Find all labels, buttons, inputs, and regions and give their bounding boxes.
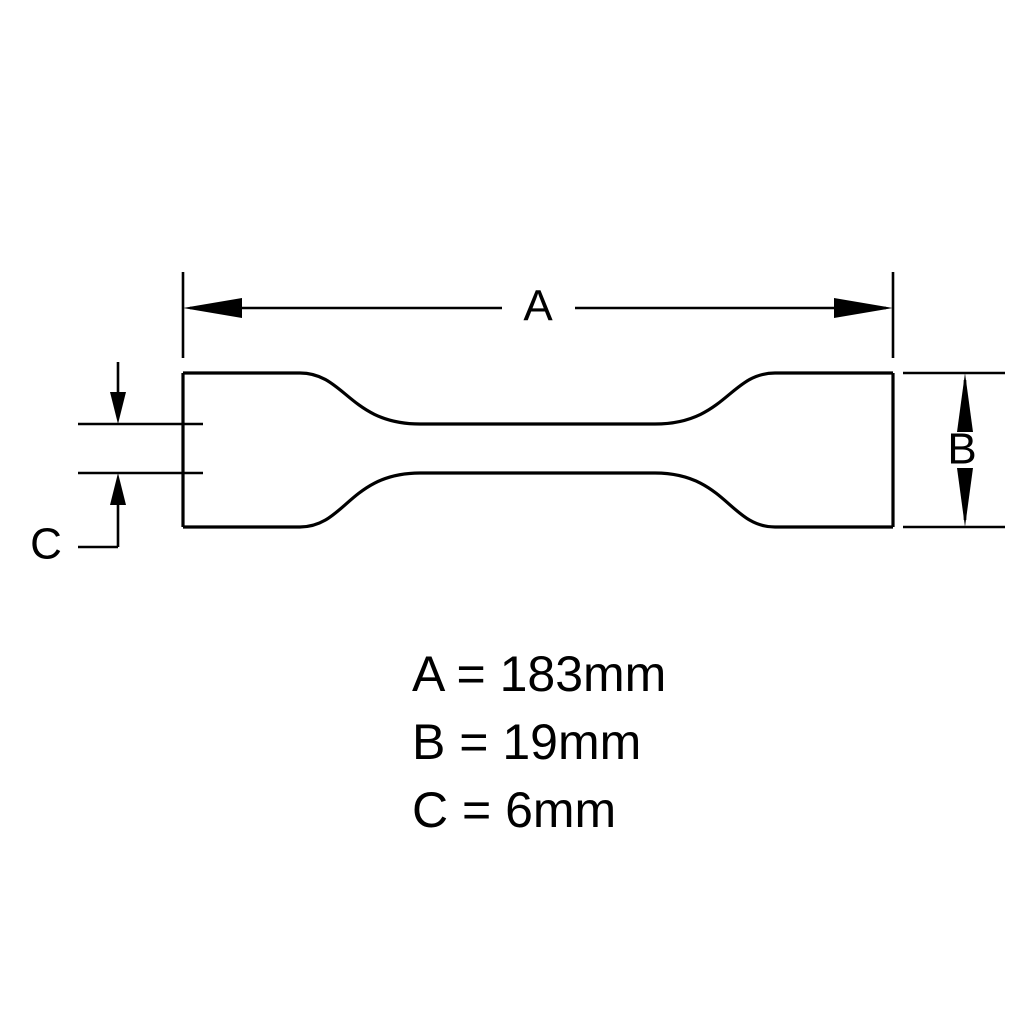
legend-line-b: B = 19mm — [412, 714, 641, 770]
a-arrow-head-right — [834, 298, 893, 318]
legend-line-a: A = 183mm — [412, 646, 666, 702]
dimension-legend: A = 183mm B = 19mm C = 6mm — [412, 646, 666, 838]
dimension-group-a: A — [181, 272, 895, 358]
specimen-upper-profile — [183, 371, 893, 426]
dimension-label-c: C — [30, 520, 62, 569]
dimension-group-b: B — [903, 371, 1005, 529]
a-arrow-head-left — [183, 298, 242, 318]
dimension-label-b: B — [947, 425, 976, 474]
dimension-group-c: C — [30, 362, 203, 569]
b-arrow-head-bottom — [957, 468, 973, 527]
legend-line-c: C = 6mm — [412, 782, 616, 838]
specimen-lower-profile — [183, 471, 893, 529]
specimen-outline-group — [181, 371, 895, 529]
c-arrow-head-top — [110, 392, 126, 424]
c-arrow-head-bottom — [110, 473, 126, 505]
dimension-label-a: A — [523, 282, 553, 331]
b-arrow-head-top — [957, 373, 973, 432]
